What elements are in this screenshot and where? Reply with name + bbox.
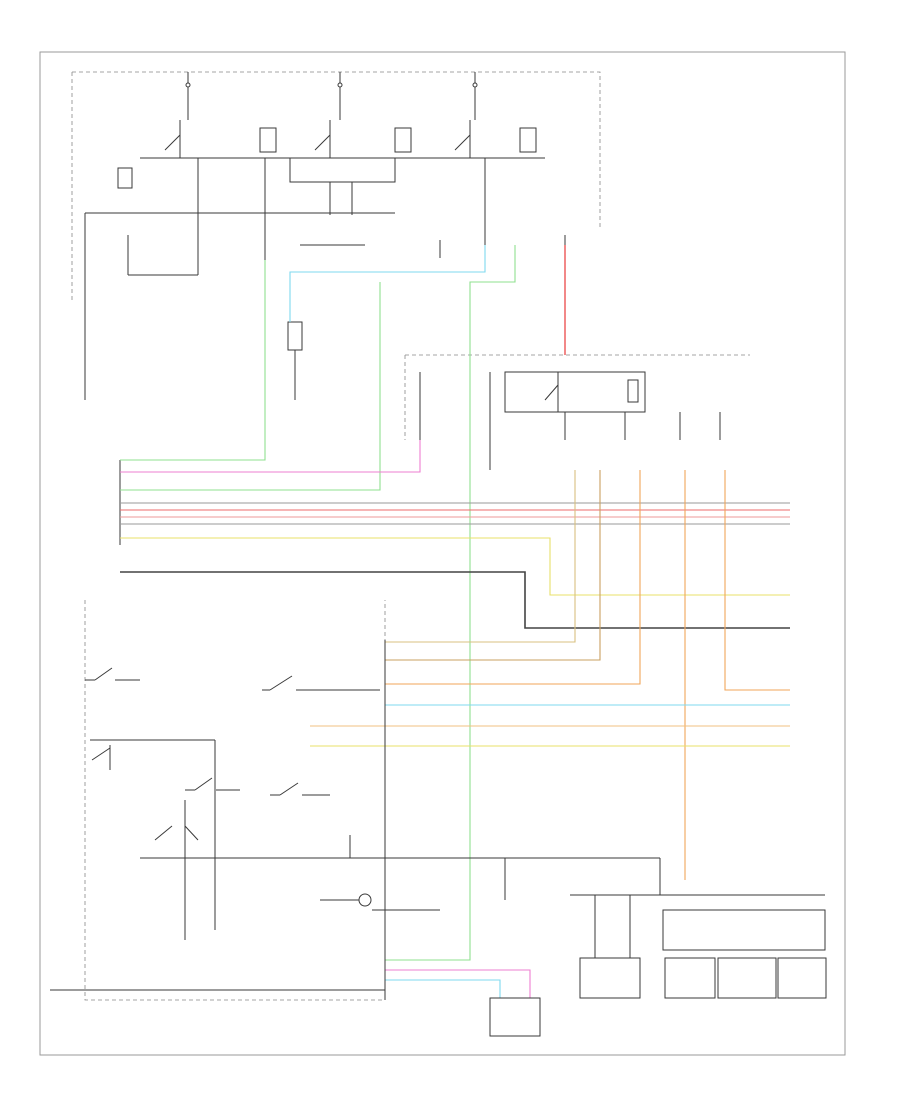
wire-dark: [120, 571, 790, 629]
blower-module-far-right: [777, 957, 827, 999]
connector-row-1: [127, 215, 566, 276]
wire-green-long: [385, 245, 516, 961]
hvac-control-outline: [84, 600, 386, 1001]
wire-green: [120, 260, 266, 461]
wire-magenta: [120, 440, 421, 473]
wire-orange-3: [724, 470, 790, 691]
hvac-relay-box: [404, 354, 750, 440]
wire-lightgreen-return: [120, 282, 381, 491]
blower-motor-right: [717, 957, 777, 999]
wire-runs: [120, 245, 790, 1000]
wire-cyan: [289, 245, 486, 322]
connector-row-460: [119, 440, 491, 545]
wire-orange-1: [385, 470, 641, 685]
top-fuses: [185, 72, 478, 120]
wire-tan-2: [385, 470, 601, 661]
wire-green-lower: [385, 979, 501, 1000]
blower-resistor: [664, 957, 716, 999]
relay-center: [287, 321, 303, 351]
diagram-frame: [39, 51, 846, 1056]
wire-yellow: [120, 537, 790, 596]
heated-seat-module: [489, 997, 541, 1037]
blower-motor-left: [579, 957, 641, 999]
wire-tan-1: [385, 470, 576, 643]
top-relay-row: [117, 120, 545, 245]
hvac-switches: [85, 640, 660, 1000]
fuse-box-outline: [72, 71, 601, 230]
wire-magenta-lower: [385, 969, 531, 1000]
blower-area: [504, 858, 826, 960]
